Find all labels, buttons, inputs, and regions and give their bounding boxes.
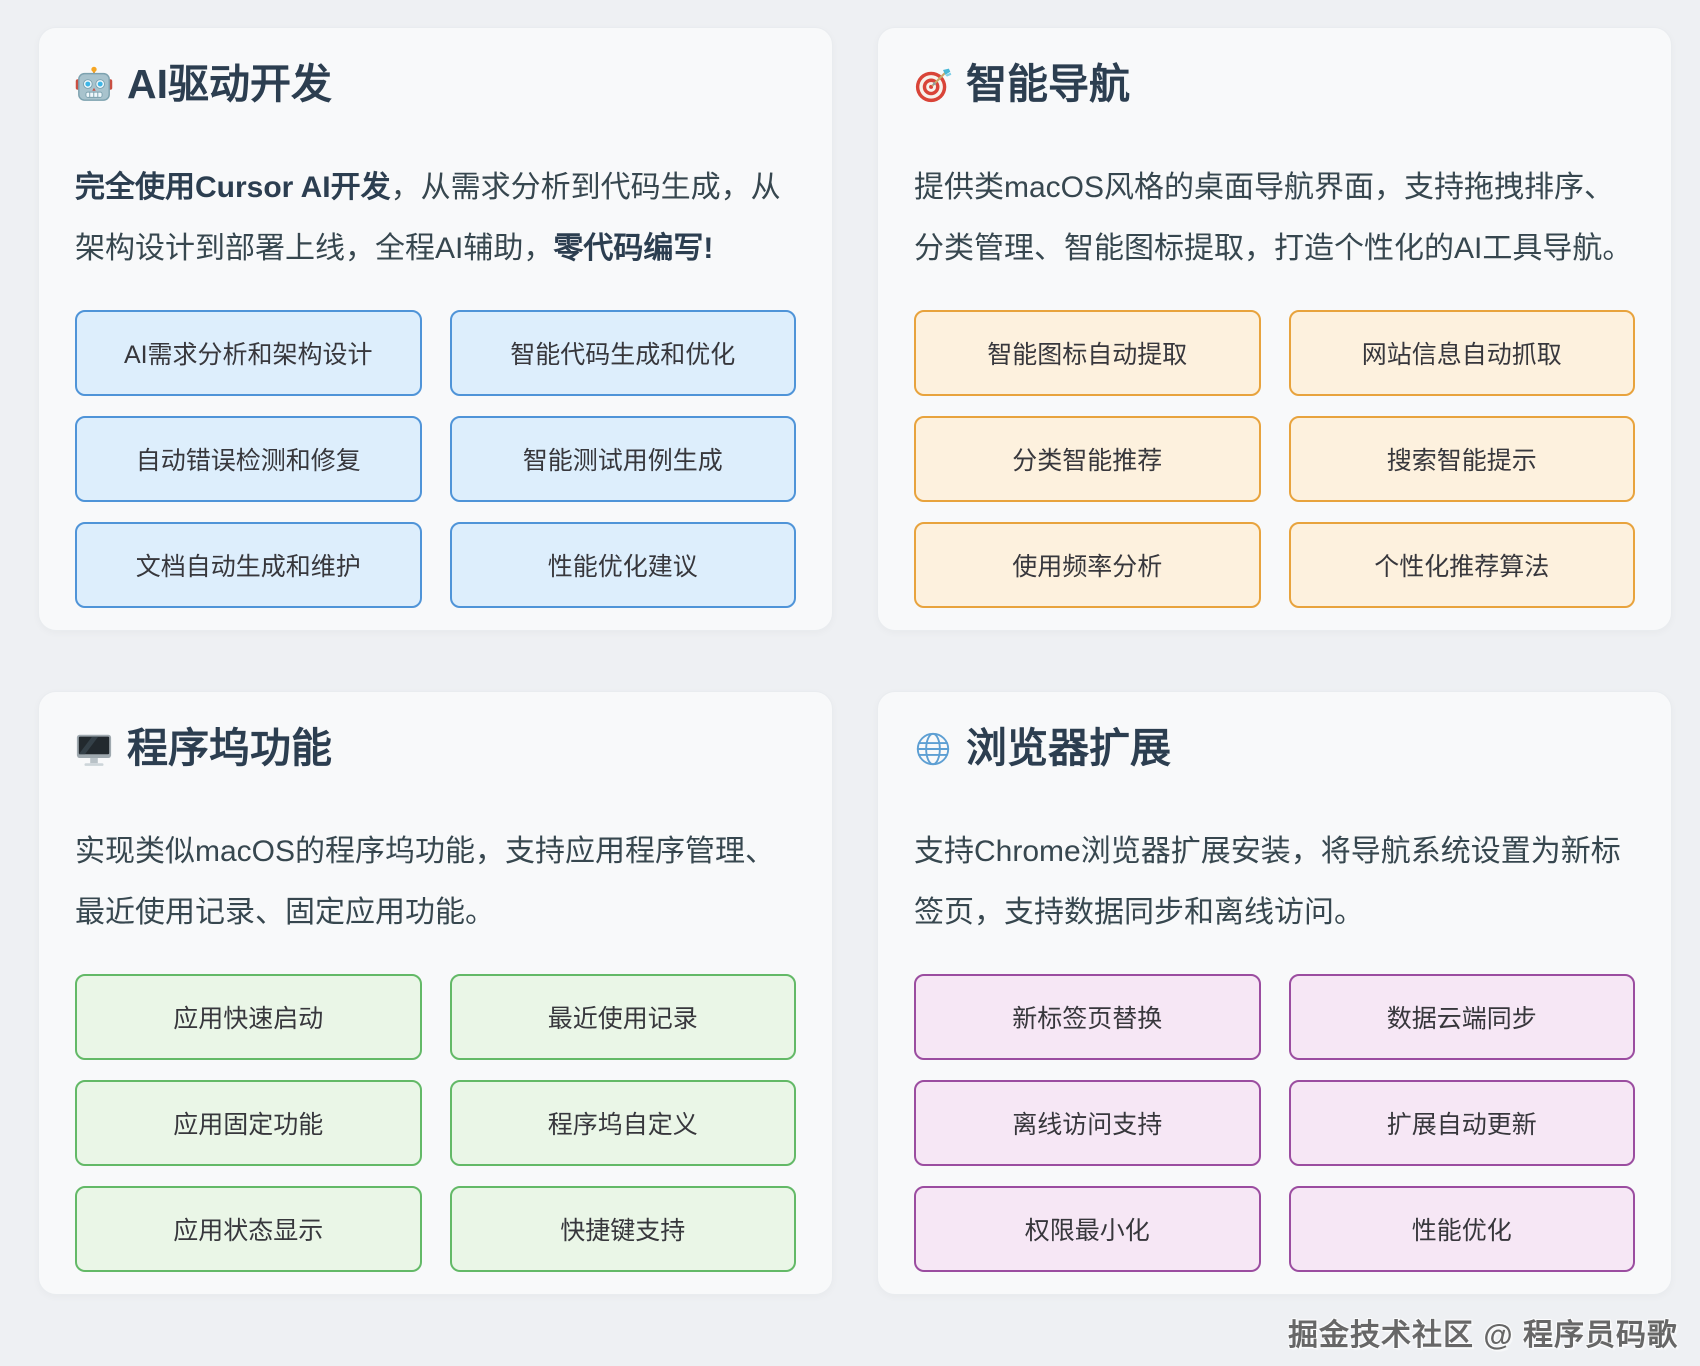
robot-icon (75, 66, 113, 104)
globe-icon (914, 730, 952, 768)
feature-tag: 智能图标自动提取 (914, 310, 1261, 397)
card-title: 浏览器扩展 (914, 725, 1635, 772)
feature-tag: 性能优化 (1288, 1186, 1635, 1273)
feature-tag: AI需求分析和架构设计 (75, 310, 422, 397)
card-title: 程序坞功能 (75, 725, 796, 772)
feature-tag: 网站信息自动抓取 (1288, 310, 1635, 397)
card-title-text: 程序坞功能 (127, 725, 332, 772)
feature-tag: 搜索智能提示 (1288, 416, 1635, 503)
feature-tag: 快捷键支持 (449, 1186, 796, 1273)
feature-tag: 扩展自动更新 (1288, 1080, 1635, 1167)
card-ai-development: AI驱动开发 完全使用Cursor AI开发，从需求分析到代码生成，从架构设计到… (38, 27, 833, 632)
feature-tag: 性能优化建议 (449, 522, 796, 609)
card-smart-navigation: 智能导航 提供类macOS风格的桌面导航界面，支持拖拽排序、分类管理、智能图标提… (877, 27, 1672, 632)
watermark: 掘金技术社区 @ 程序员码歌 (1288, 1319, 1678, 1352)
feature-tag: 程序坞自定义 (449, 1080, 796, 1167)
card-title-text: AI驱动开发 (127, 61, 332, 107)
card-description: 实现类似macOS的程序坞功能，支持应用程序管理、最近使用记录、固定应用功能。 (75, 835, 776, 930)
card-description: 完全使用Cursor AI开发，从需求分析到代码生成，从架构设计到部署上线，全程… (75, 171, 781, 266)
monitor-icon (75, 730, 113, 768)
feature-tag: 个性化推荐算法 (1288, 522, 1635, 609)
feature-tag: 数据云端同步 (1288, 974, 1635, 1061)
feature-tag-grid: 应用快速启动 最近使用记录 应用固定功能 程序坞自定义 应用状态显示 快捷键支持 (75, 974, 796, 1273)
feature-tag: 智能代码生成和优化 (449, 310, 796, 397)
card-title-text: 浏览器扩展 (966, 725, 1171, 772)
feature-tag: 应用固定功能 (75, 1080, 422, 1167)
feature-tag: 文档自动生成和维护 (75, 522, 422, 609)
feature-tag-grid: 新标签页替换 数据云端同步 离线访问支持 扩展自动更新 权限最小化 性能优化 (914, 974, 1635, 1273)
card-description: 提供类macOS风格的桌面导航界面，支持拖拽排序、分类管理、智能图标提取，打造个… (914, 171, 1633, 266)
feature-tag: 离线访问支持 (914, 1080, 1261, 1167)
card-dock-features: 程序坞功能 实现类似macOS的程序坞功能，支持应用程序管理、最近使用记录、固定… (38, 691, 833, 1296)
card-description: 支持Chrome浏览器扩展安装，将导航系统设置为新标签页，支持数据同步和离线访问… (914, 835, 1621, 930)
card-title-text: 智能导航 (966, 61, 1130, 107)
feature-tag: 自动错误检测和修复 (75, 416, 422, 503)
card-browser-extension: 浏览器扩展 支持Chrome浏览器扩展安装，将导航系统设置为新标签页，支持数据同… (877, 691, 1672, 1296)
card-title: 智能导航 (914, 61, 1635, 107)
feature-tag: 最近使用记录 (449, 974, 796, 1061)
feature-tag: 智能测试用例生成 (449, 416, 796, 503)
feature-tag: 使用频率分析 (914, 522, 1261, 609)
feature-tag-grid: 智能图标自动提取 网站信息自动抓取 分类智能推荐 搜索智能提示 使用频率分析 个… (914, 310, 1635, 609)
feature-tag: 应用状态显示 (75, 1186, 422, 1273)
feature-grid: AI驱动开发 完全使用Cursor AI开发，从需求分析到代码生成，从架构设计到… (38, 27, 1672, 1296)
card-title: AI驱动开发 (75, 61, 796, 107)
feature-tag: 分类智能推荐 (914, 416, 1261, 503)
feature-tag: 新标签页替换 (914, 974, 1261, 1061)
feature-tag: 应用快速启动 (75, 974, 422, 1061)
feature-tag: 权限最小化 (914, 1186, 1261, 1273)
feature-tag-grid: AI需求分析和架构设计 智能代码生成和优化 自动错误检测和修复 智能测试用例生成… (75, 310, 796, 609)
target-icon (914, 66, 952, 104)
